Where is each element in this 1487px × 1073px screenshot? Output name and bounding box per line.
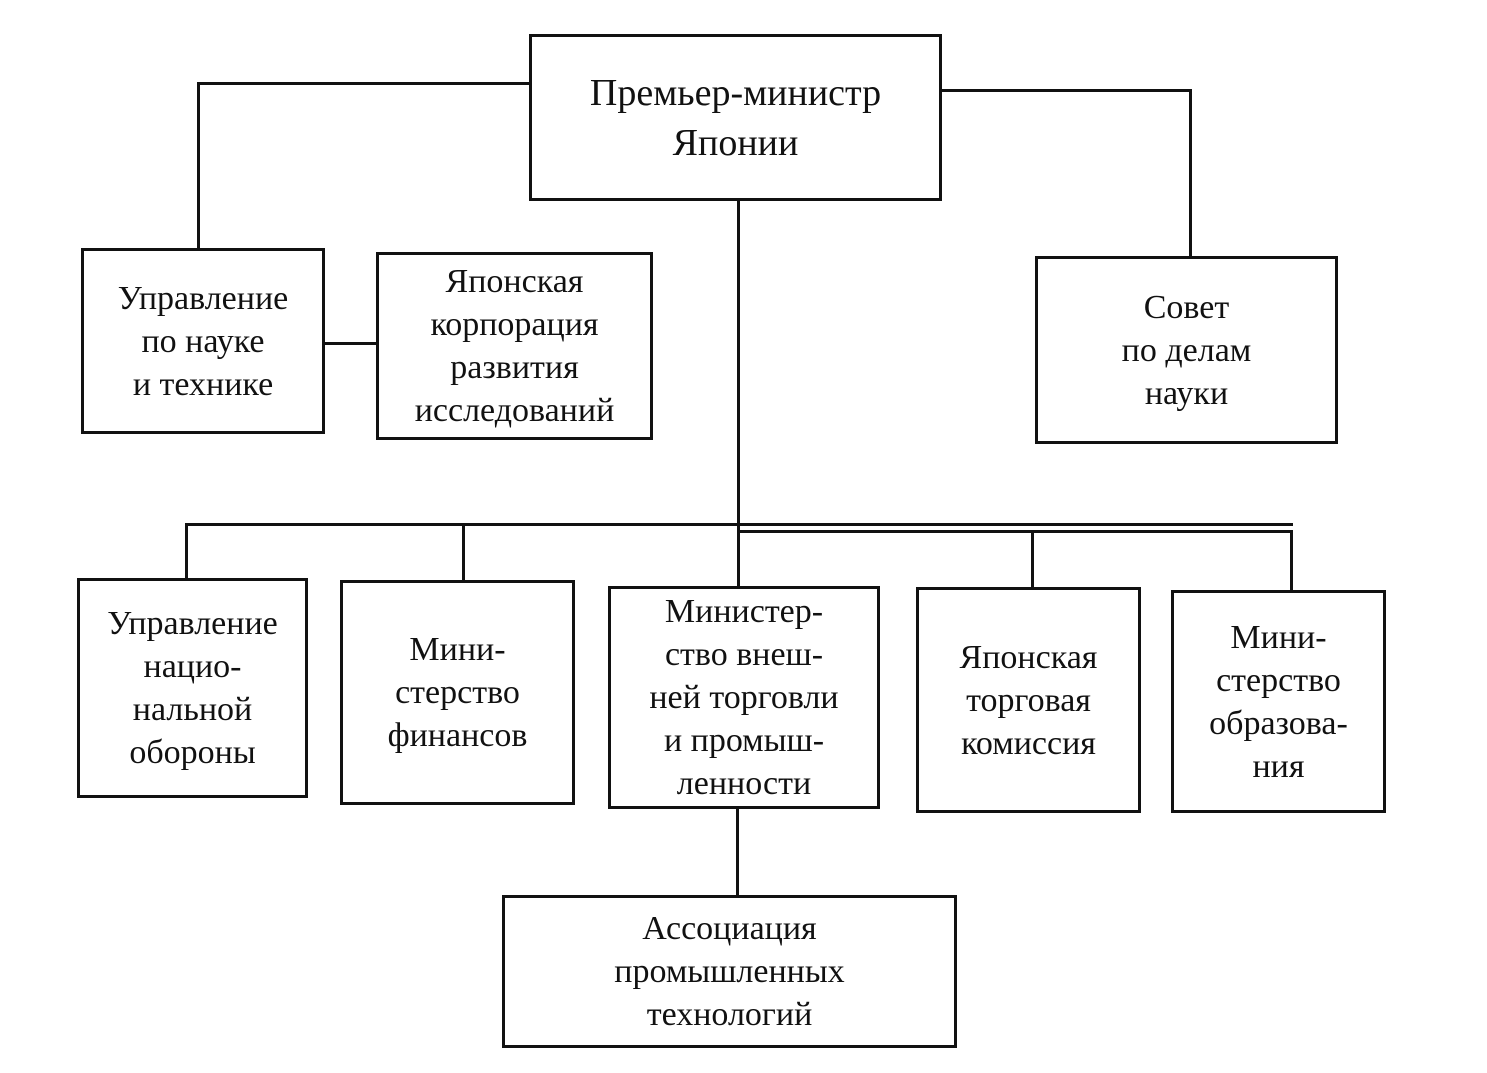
- node-label-line: по науке: [141, 322, 265, 360]
- node-label-line: Японская: [959, 638, 1098, 676]
- node-trade-commission: Японская торговая комиссия: [916, 587, 1141, 813]
- node-label-line: и технике: [132, 365, 274, 403]
- node-finance-ministry: Мини- стерство финансов: [340, 580, 575, 805]
- connector-bus-to-finance: [462, 523, 465, 583]
- connector-bus-to-defense: [185, 523, 188, 581]
- node-label-line: финансов: [387, 717, 528, 754]
- connector-bus-to-trade: [1031, 530, 1034, 590]
- node-industrial-technology-association: Ассоциация промышленных технологий: [502, 895, 957, 1048]
- node-label-line: Министер-: [664, 593, 824, 630]
- connector-miti-to-association: [736, 806, 739, 898]
- node-defense-agency: Управление нацио- нальной обороны: [77, 578, 308, 798]
- connector-pm-to-sci-tech-vertical: [197, 82, 200, 250]
- connector-sci-tech-to-corp: [322, 342, 378, 345]
- node-label-line: Мини-: [409, 631, 506, 668]
- node-label-line: ство внеш-: [664, 636, 824, 673]
- node-science-technology-agency: Управление по науке и технике: [81, 248, 325, 434]
- node-label-line: по делам: [1121, 331, 1252, 369]
- connector-bus-right-segment: [737, 530, 1293, 533]
- node-label-line: торговая: [966, 681, 1091, 719]
- connector-pm-trunk: [737, 199, 740, 589]
- connector-pm-to-council-vertical: [1189, 89, 1192, 259]
- node-label-line: развития: [450, 349, 579, 386]
- node-label-line: Японская: [445, 263, 584, 300]
- node-label-line: корпорация: [430, 306, 599, 343]
- connector-pm-to-council-horizontal: [940, 89, 1192, 92]
- node-label-line: Совет: [1143, 288, 1230, 326]
- node-label-line: комиссия: [961, 724, 1096, 762]
- node-label-line: стерство: [395, 674, 520, 711]
- node-label-line: образова-: [1209, 704, 1348, 742]
- node-label-line: Управление: [107, 605, 278, 642]
- node-label-line: технологий: [646, 996, 813, 1033]
- node-science-council: Совет по делам науки: [1035, 256, 1338, 444]
- node-label-line: ленности: [676, 765, 812, 802]
- node-miti: Министер- ство внеш- ней торговли и пром…: [608, 586, 880, 809]
- node-label-line: промышленных: [614, 953, 845, 990]
- node-label-line: обороны: [129, 734, 256, 771]
- node-label-line: Японии: [672, 121, 799, 164]
- node-label-line: нальной: [132, 691, 253, 728]
- node-prime-minister: Премьер-министр Японии: [529, 34, 942, 201]
- node-label-line: ния: [1252, 747, 1305, 785]
- node-label-line: ней торговли: [649, 679, 839, 716]
- connector-ministries-bus: [185, 523, 1293, 526]
- node-label-line: Ассоциация: [642, 910, 817, 947]
- node-label-line: и промыш-: [663, 722, 825, 759]
- node-label-line: стерство: [1216, 661, 1341, 699]
- node-label-line: исследований: [414, 392, 615, 429]
- node-research-development-corporation: Японская корпорация развития исследовани…: [376, 252, 653, 440]
- node-label-line: Мини-: [1230, 618, 1327, 656]
- node-education-ministry: Мини- стерство образова- ния: [1171, 590, 1386, 813]
- connector-bus-to-education: [1290, 530, 1293, 593]
- node-label-line: Управление: [117, 279, 289, 317]
- node-label-line: Премьер-министр: [589, 71, 882, 114]
- connector-pm-to-sci-tech-horizontal: [197, 82, 531, 85]
- node-label-line: науки: [1144, 374, 1229, 412]
- node-label-line: нацио-: [143, 648, 242, 685]
